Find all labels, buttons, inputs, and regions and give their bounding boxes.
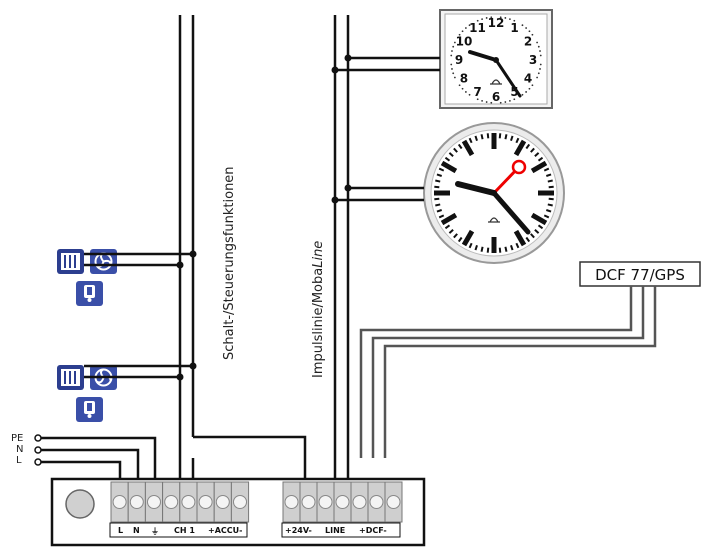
control-group-1 bbox=[57, 249, 197, 306]
control-group-2 bbox=[57, 362, 197, 422]
terminal-label-dcf: +DCF- bbox=[359, 526, 387, 535]
clock-number: 12 bbox=[488, 16, 505, 30]
mains-input: PE N L bbox=[11, 433, 157, 480]
heater-icon bbox=[57, 249, 84, 274]
power-indicator bbox=[65, 489, 95, 519]
round-station-clock bbox=[423, 122, 565, 264]
terminal-label-earth: ⏚ bbox=[151, 527, 159, 536]
impulse-bus bbox=[333, 15, 350, 458]
clock-number: 2 bbox=[524, 35, 532, 49]
dcf-box-label: DCF 77/GPS bbox=[595, 266, 685, 284]
terminal-label-n: N bbox=[133, 526, 140, 535]
control-functions-label: Schalt-/Steuerungsfunktionen bbox=[222, 166, 237, 360]
control-bus bbox=[178, 15, 195, 458]
clock-number: 11 bbox=[469, 21, 486, 35]
n-label: N bbox=[16, 444, 23, 455]
clock-number: 1 bbox=[510, 21, 518, 35]
clock1-wiring bbox=[331, 54, 440, 74]
terminal-labels-2: +24V- LINE +DCF- bbox=[281, 522, 401, 538]
terminal-labels-1: L N ⏚ CH 1 +ACCU- bbox=[109, 522, 248, 538]
impulse-line-label: Impulslinie/MobaLine bbox=[311, 241, 326, 378]
terminal-label-line: LINE bbox=[325, 526, 345, 535]
clock-number: 4 bbox=[524, 72, 532, 86]
terminal-label-l: L bbox=[118, 526, 123, 535]
terminal-block-1 bbox=[110, 481, 250, 523]
terminal-label-accu: +ACCU- bbox=[208, 526, 242, 535]
pe-label: PE bbox=[11, 433, 23, 444]
heater-icon bbox=[57, 365, 84, 390]
dcf-wiring bbox=[359, 286, 657, 458]
clock-number: 8 bbox=[460, 72, 468, 86]
terminal-label-ch1: CH 1 bbox=[174, 526, 195, 535]
master-clock-device: L N ⏚ CH 1 +ACCU- +24V- LINE +DCF- bbox=[50, 477, 426, 547]
temperature-icon bbox=[76, 397, 103, 422]
clock-number: 9 bbox=[455, 53, 463, 67]
clock-number: 10 bbox=[456, 35, 473, 49]
l-label: L bbox=[16, 455, 22, 466]
bus-terminal-wiring bbox=[178, 435, 350, 480]
clock-number: 3 bbox=[529, 53, 537, 67]
temperature-icon bbox=[76, 281, 103, 306]
terminal-block-2 bbox=[282, 481, 403, 523]
clock-number: 6 bbox=[492, 90, 500, 104]
dcf-gps-receiver: DCF 77/GPS bbox=[579, 261, 701, 287]
terminal-label-24v: +24V- bbox=[285, 526, 312, 535]
clock-number: 5 bbox=[510, 85, 518, 99]
clock2-wiring bbox=[331, 184, 424, 204]
clock-number: 7 bbox=[473, 85, 481, 99]
